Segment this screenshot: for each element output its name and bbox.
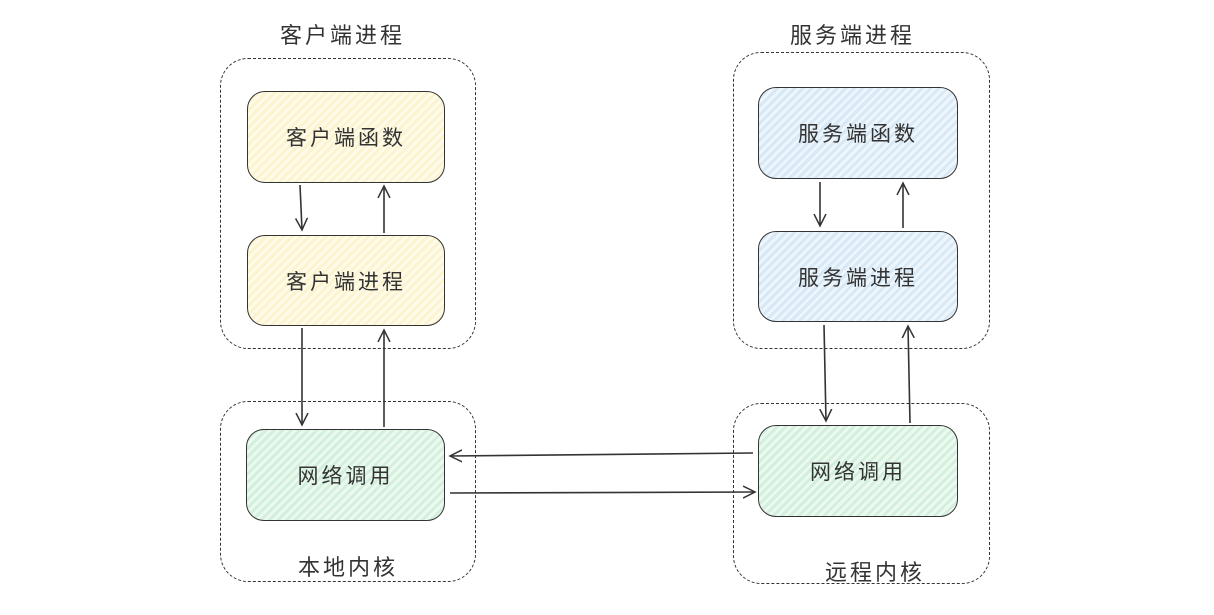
server-function-text: 服务端函数 — [798, 122, 918, 146]
client-function-text: 客户端函数 — [286, 126, 406, 150]
client-function-node[interactable]: 客户端函数 — [247, 91, 445, 183]
server-function-node[interactable]: 服务端函数 — [758, 87, 958, 179]
client-process-label: 客户端进程 — [280, 24, 406, 49]
arrow-server-network-to-process — [908, 326, 910, 424]
server-process-node[interactable]: 服务端进程 — [758, 231, 958, 322]
server-process-group — [733, 52, 990, 349]
local-kernel-label: 本地内核 — [298, 556, 399, 581]
remote-network-call-node[interactable]: 网络调用 — [758, 425, 958, 517]
client-process-group — [220, 58, 476, 349]
client-process-text: 客户端进程 — [286, 269, 406, 294]
arrow-client-function-to-process — [300, 184, 302, 230]
server-process-text: 服务端进程 — [798, 265, 918, 290]
arrow-remote-to-local-network — [450, 453, 754, 456]
client-process-node[interactable]: 客户端进程 — [247, 235, 445, 326]
server-process-label: 服务端进程 — [790, 24, 916, 49]
remote-kernel-label: 远程内核 — [825, 561, 926, 586]
local-network-call-text: 网络调用 — [297, 464, 394, 488]
arrow-server-process-to-network — [824, 324, 826, 421]
arrow-local-to-remote-network — [449, 492, 755, 493]
local-network-call-node[interactable]: 网络调用 — [246, 429, 445, 521]
remote-kernel-group — [733, 403, 990, 584]
local-kernel-group — [220, 401, 476, 582]
remote-network-call-text: 网络调用 — [810, 460, 906, 484]
